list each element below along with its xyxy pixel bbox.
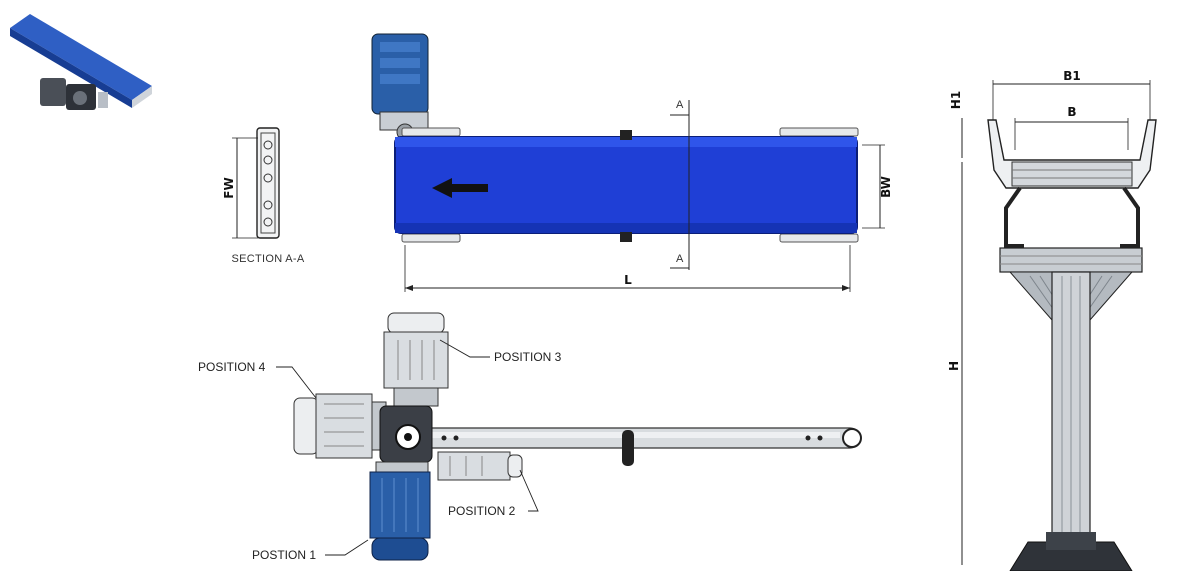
length-label: L	[624, 273, 632, 287]
section-caption: SECTION A-A	[232, 253, 305, 265]
position-3-motor	[383, 312, 449, 407]
end-view-stand: B1 B H1 H	[947, 69, 1157, 571]
b1-label: B1	[1063, 69, 1081, 83]
position-2-motor	[437, 451, 523, 481]
section-mark-top: A	[676, 99, 684, 111]
side-view: POSITION 4 POSITION 3 POSITION 2 POSTION…	[198, 312, 862, 562]
section-a-a-view: FW SECTION A-A	[222, 127, 305, 265]
position-4-motor	[293, 393, 387, 459]
bw-label: BW	[879, 176, 893, 198]
position-1-label: POSTION 1	[252, 548, 316, 562]
section-mark-bottom: A	[676, 253, 684, 265]
b-label: B	[1067, 105, 1076, 119]
isometric-conveyor-thumbnail	[10, 14, 152, 110]
position-4-label: POSITION 4	[198, 360, 266, 374]
fw-label: FW	[222, 177, 236, 198]
position-2-label: POSITION 2	[448, 504, 516, 518]
h1-label: H1	[949, 91, 963, 109]
top-view: A A BW L	[371, 33, 893, 292]
left-arrow-icon	[432, 178, 488, 198]
h-label: H	[947, 361, 961, 371]
position-1-motor	[369, 461, 431, 561]
top-motor	[371, 33, 429, 141]
position-3-label: POSITION 3	[494, 350, 562, 364]
drive-hub	[379, 405, 459, 463]
